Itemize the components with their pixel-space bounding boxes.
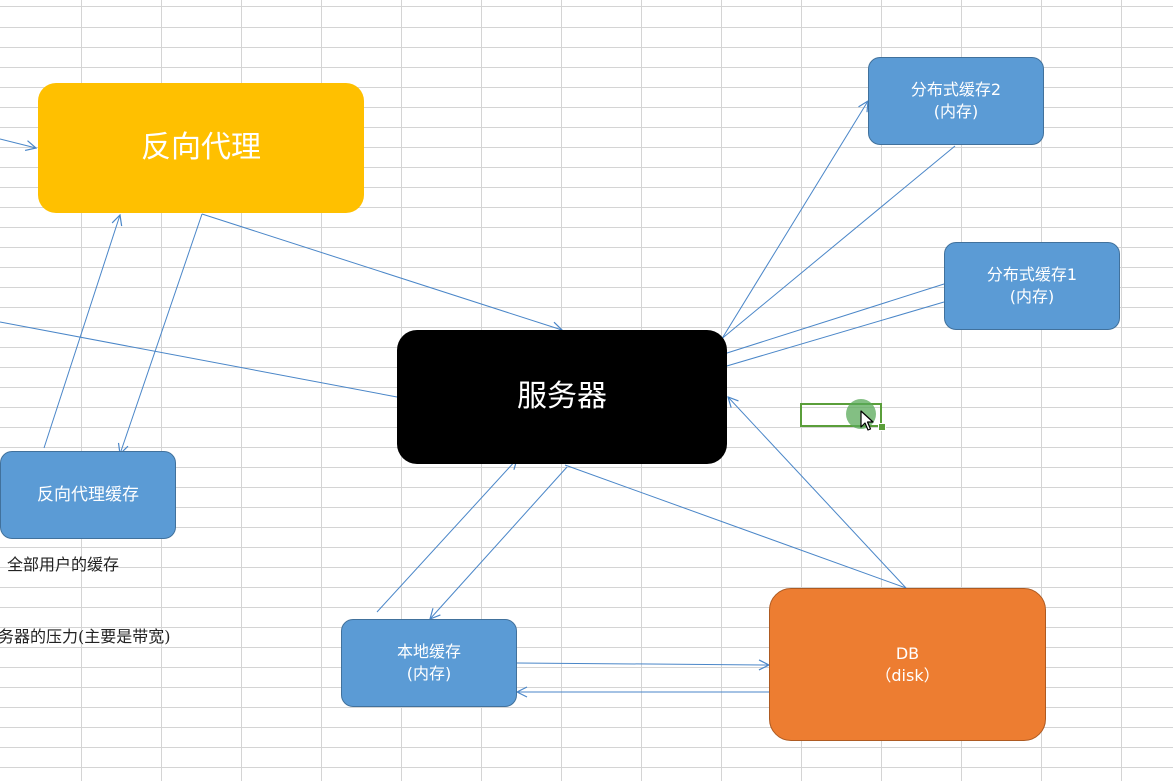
server-pressure-note[interactable]: 务器的压力(主要是带宽) bbox=[0, 627, 171, 646]
reverse-proxy-cache-label: 反向代理缓存 bbox=[37, 484, 139, 505]
distributed-cache-1-subtitle: (内存) bbox=[1009, 287, 1055, 306]
reverse-proxy-cache-node[interactable]: 反向代理缓存 bbox=[0, 451, 176, 539]
db-node[interactable]: DB （disk） bbox=[769, 588, 1046, 741]
distributed-cache-1-title: 分布式缓存1 bbox=[986, 265, 1078, 285]
db-subtitle: （disk） bbox=[875, 665, 940, 685]
local-cache-title: 本地缓存 bbox=[396, 642, 461, 662]
arrow-db-to-server bbox=[728, 397, 907, 589]
local-cache-subtitle: (内存) bbox=[406, 664, 452, 683]
distributed-cache-2-title: 分布式缓存2 bbox=[910, 80, 1002, 100]
line-left-to-server bbox=[0, 321, 398, 398]
arrow-reverse-proxy-to-server bbox=[201, 213, 562, 330]
distributed-cache-2-node[interactable]: 分布式缓存2 (内存) bbox=[868, 57, 1044, 145]
arrow-proxy-cache-to-reverse-proxy bbox=[43, 215, 120, 449]
reverse-proxy-label: 反向代理 bbox=[141, 129, 261, 165]
db-title: DB bbox=[895, 643, 920, 663]
arrow-reverse-proxy-to-proxy-cache bbox=[120, 213, 203, 454]
distributed-cache-1-node[interactable]: 分布式缓存1 (内存) bbox=[944, 242, 1120, 330]
arrow-server-to-dist-cache-2 bbox=[714, 101, 868, 351]
local-cache-node[interactable]: 本地缓存 (内存) bbox=[341, 619, 517, 707]
selected-cell[interactable] bbox=[800, 403, 882, 427]
server-node[interactable]: 服务器 bbox=[397, 330, 727, 464]
arrow-local-cache-to-db bbox=[516, 663, 769, 665]
fill-handle[interactable] bbox=[878, 423, 886, 431]
line-server-to-dist-cache-1 bbox=[704, 283, 945, 361]
arrow-incoming-to-reverse-proxy bbox=[0, 138, 36, 148]
server-label: 服务器 bbox=[517, 378, 607, 414]
arrow-server-to-local-cache bbox=[430, 466, 568, 619]
arrow-local-cache-to-server bbox=[376, 459, 517, 613]
line-server-to-db bbox=[564, 464, 907, 589]
arrow-dist-cache-2-to-server bbox=[696, 145, 956, 360]
mouse-cursor-icon bbox=[860, 410, 874, 431]
distributed-cache-2-subtitle: (内存) bbox=[933, 102, 979, 121]
all-users-cache-note[interactable]: 全部用户的缓存 bbox=[7, 555, 120, 574]
reverse-proxy-node[interactable]: 反向代理 bbox=[38, 83, 364, 213]
arrow-dist-cache-1-to-server bbox=[703, 301, 945, 373]
